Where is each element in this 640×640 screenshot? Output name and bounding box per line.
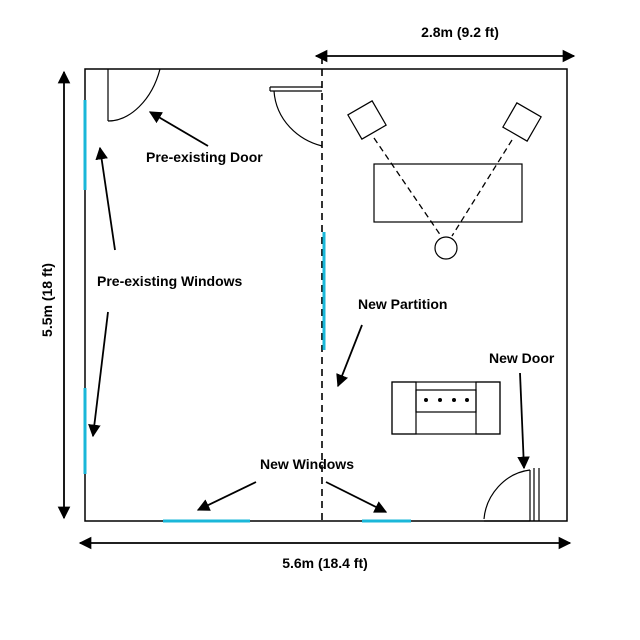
label-pre-existing-door: Pre-existing Door: [146, 149, 263, 165]
pre-existing-door: [107, 68, 161, 122]
listening-position: [434, 236, 458, 260]
arrow-new-partition: [336, 324, 363, 388]
arrow-pre-existing-window-lower: [88, 311, 109, 438]
dimension-label-top: 2.8m (9.2 ft): [421, 24, 499, 40]
label-new-windows: New Windows: [260, 456, 354, 472]
arrow-new-window-left: [196, 481, 257, 511]
room-outline: [84, 68, 568, 522]
speaker-left: [347, 100, 387, 140]
label-pre-existing-windows: Pre-existing Windows: [97, 273, 243, 289]
label-new-partition: New Partition: [358, 296, 447, 312]
dimension-label-left: 5.5m (18 ft): [39, 263, 55, 337]
arrow-new-window-right: [325, 481, 388, 513]
sofa: [391, 381, 501, 435]
dimension-label-bottom: 5.6m (18.4 ft): [282, 555, 368, 571]
sightline-left: [373, 137, 442, 237]
partition-door: [269, 86, 323, 147]
label-new-door: New Door: [489, 350, 555, 366]
sightline-right: [451, 139, 513, 237]
desk: [373, 163, 523, 223]
speaker-right: [502, 102, 542, 142]
arrow-pre-existing-window-upper: [95, 146, 116, 251]
arrow-new-door: [517, 372, 530, 470]
new-door: [483, 468, 540, 522]
arrow-pre-existing-door: [148, 111, 209, 147]
